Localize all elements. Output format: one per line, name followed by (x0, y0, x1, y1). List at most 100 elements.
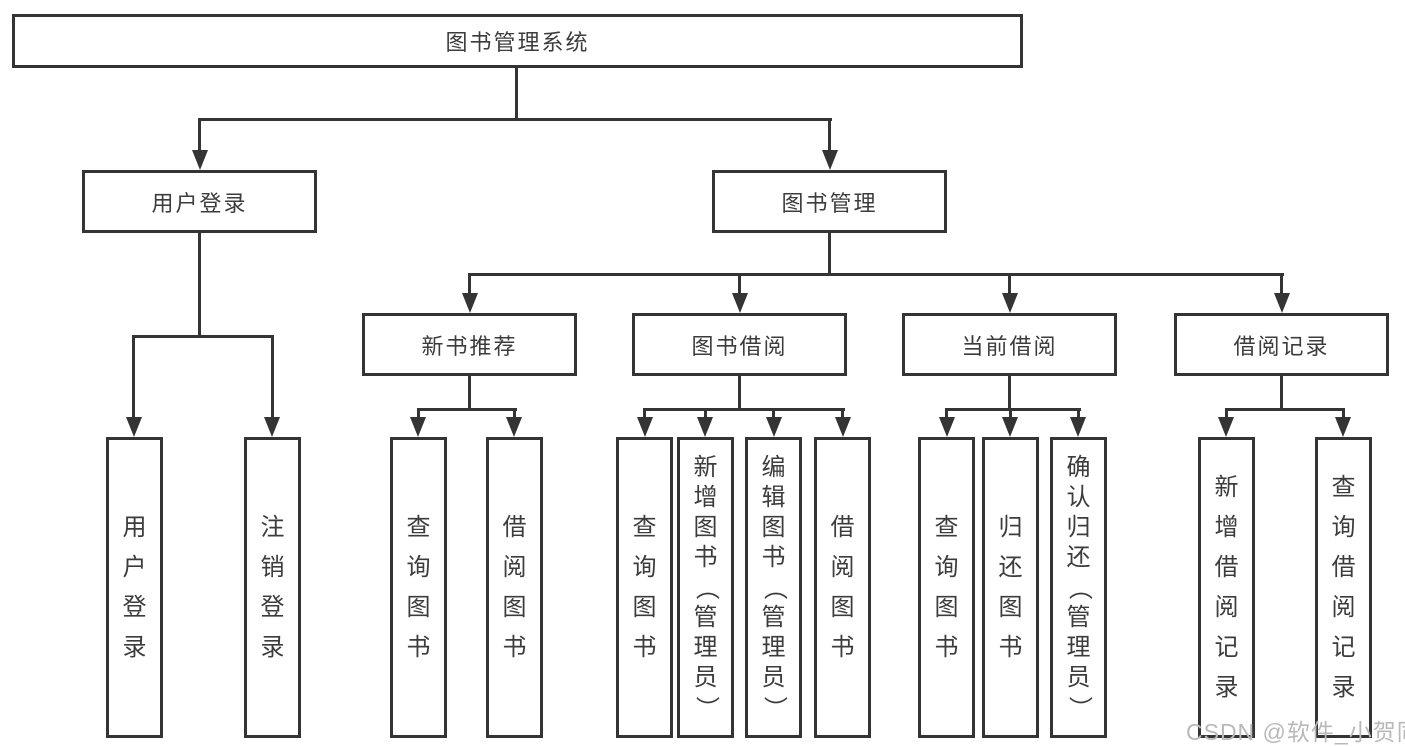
arrow-down-icon (192, 150, 208, 170)
connector-drop-user-login (198, 118, 201, 152)
leaf-label-char: 图 (502, 593, 527, 621)
connector-root-branch (199, 118, 832, 121)
leaf-label-char: 借 (502, 513, 527, 541)
leaf-label-char: 登 (122, 593, 147, 621)
connector-section-branch (417, 408, 517, 411)
leaf-label-char: 查 (1331, 473, 1356, 501)
leaf-label-char: 归 (1066, 513, 1091, 541)
connector-drop-leaf (513, 408, 516, 420)
leaf-label-char: ） (760, 695, 788, 720)
leaf-label-char: 查 (632, 513, 657, 541)
leaf-edit-books-admin: 编辑图书（管理员） (745, 437, 802, 738)
connector-user-login-stem (198, 233, 201, 335)
connector-drop-leaf (1225, 408, 1228, 420)
leaf-label-char: 阅 (502, 553, 527, 581)
leaf-search-books: 查询图书 (616, 437, 673, 738)
connector-drop-section (1280, 273, 1283, 297)
leaf-label-char: 书 (693, 543, 718, 571)
arrow-down-icon (939, 417, 955, 437)
leaf-label-char: 询 (1331, 513, 1356, 541)
leaf-label-char: （ (760, 575, 788, 600)
leaf-borrow-books: 借阅图书 (486, 437, 543, 738)
connector-drop-leaf (1342, 408, 1345, 420)
leaf-label-char: 图 (830, 593, 855, 621)
leaf-label-char: 理 (761, 633, 786, 661)
leaf-label-char: 注 (260, 513, 285, 541)
arrow-down-icon (1070, 417, 1086, 437)
leaf-label-char: 图 (934, 593, 959, 621)
connector-drop-leaf (772, 408, 775, 420)
leaf-search-borrow-record: 查询借阅记录 (1315, 437, 1372, 738)
connector-drop-leaf (1077, 408, 1080, 420)
connector-drop-leaf (841, 408, 844, 420)
leaf-label-char: 辑 (761, 483, 786, 511)
leaf-label-char: 借 (1331, 553, 1356, 581)
connector-section-branch (1225, 408, 1345, 411)
leaf-search-books: 查询图书 (390, 437, 447, 738)
connector-drop-leaf (417, 408, 420, 420)
leaf-label-char: 借 (830, 513, 855, 541)
leaf-label-char: 新 (693, 453, 718, 481)
arrow-down-icon (126, 417, 142, 437)
leaf-label-char: 增 (693, 483, 718, 511)
arrow-down-icon (822, 150, 838, 170)
leaf-label-char: （ (692, 575, 720, 600)
leaf-label-char: 录 (122, 633, 147, 661)
leaf-label-char: 登 (260, 593, 285, 621)
leaf-label-char: 理 (693, 633, 718, 661)
leaf-label-char: 管 (1066, 603, 1091, 631)
watermark: CSDN @软件_小贺同学 (1186, 719, 1405, 745)
leaf-label-char: 书 (502, 633, 527, 661)
connector-section-stem (1280, 376, 1283, 408)
connector-drop-leaf (704, 408, 707, 420)
leaf-label-char: 书 (934, 633, 959, 661)
connector-root-stem (515, 68, 518, 118)
connector-section-stem (1008, 376, 1011, 408)
arrow-down-icon (637, 417, 653, 437)
node-user-login: 用户登录 (82, 170, 317, 233)
connector-drop-leaf (643, 408, 646, 420)
leaf-search-books: 查询图书 (918, 437, 975, 738)
node-book-borrowing: 图书借阅 (632, 313, 847, 376)
connector-drop-section (468, 273, 471, 297)
connector-section-branch (945, 408, 1081, 411)
leaf-label-char: 查 (934, 513, 959, 541)
leaf-add-books-admin: 新增图书（管理员） (677, 437, 734, 738)
node-new-book-recommendation: 新书推荐 (362, 313, 577, 376)
arrow-down-icon (410, 417, 426, 437)
leaf-label-char: 确 (1066, 453, 1091, 481)
arrow-down-icon (1002, 293, 1018, 313)
connector-drop-leaf (132, 335, 135, 419)
leaf-label-char: ） (692, 695, 720, 720)
connector-drop-book-management (828, 118, 831, 152)
leaf-label-char: 图 (693, 513, 718, 541)
leaf-label-char: 新 (1214, 473, 1239, 501)
node-current-borrowing: 当前借阅 (902, 313, 1117, 376)
leaf-label-char: 用 (122, 513, 147, 541)
arrow-down-icon (766, 417, 782, 437)
leaf-label-char: 图 (761, 513, 786, 541)
arrow-down-icon (697, 417, 713, 437)
leaf-label-char: 还 (1066, 543, 1091, 571)
leaf-add-borrow-record: 新增借阅记录 (1198, 437, 1255, 738)
connector-book-management-stem (828, 233, 831, 273)
leaf-borrow-books: 借阅图书 (814, 437, 871, 738)
connector-section-branch (643, 408, 845, 411)
arrow-down-icon (462, 293, 478, 313)
connector-book-management-branch (468, 273, 1284, 276)
leaf-label-char: 借 (1214, 553, 1239, 581)
leaf-logout: 注销登录 (244, 437, 301, 738)
leaf-label-char: 员 (693, 663, 718, 691)
leaf-label-char: 记 (1331, 633, 1356, 661)
leaf-label-char: ） (1065, 695, 1093, 720)
leaf-label-char: 询 (934, 553, 959, 581)
leaf-label-char: 书 (406, 633, 431, 661)
node-book-management: 图书管理 (712, 170, 947, 233)
leaf-label-char: 图 (632, 593, 657, 621)
leaf-label-char: 图 (406, 593, 431, 621)
leaf-label-char: 归 (998, 513, 1023, 541)
node-library-management-system: 图书管理系统 (12, 14, 1023, 68)
arrow-down-icon (732, 293, 748, 313)
arrow-down-icon (1335, 417, 1351, 437)
